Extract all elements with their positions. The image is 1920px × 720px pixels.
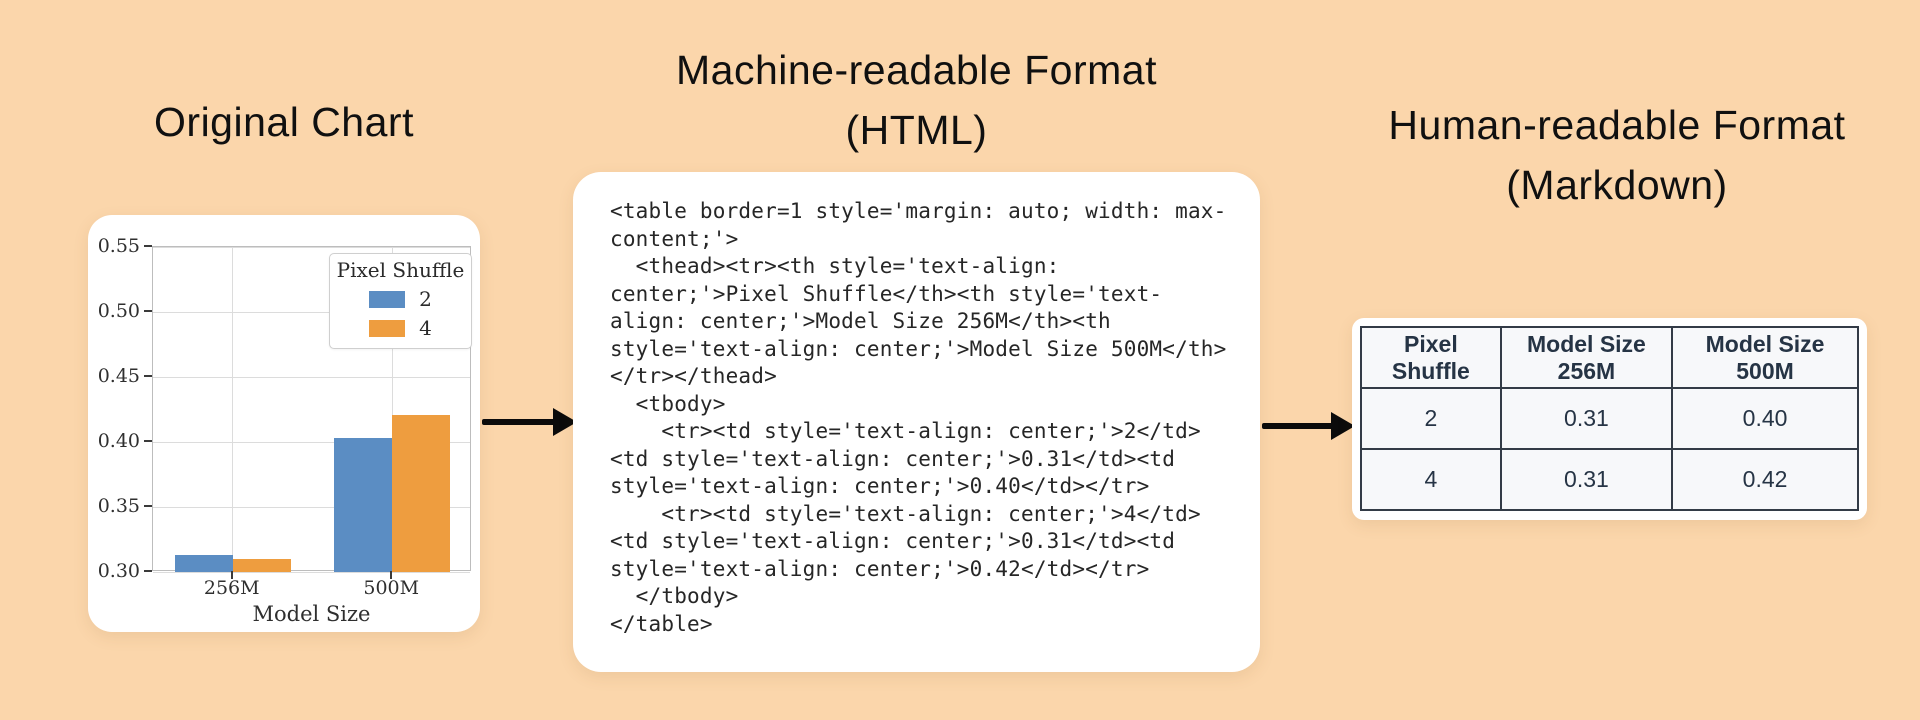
gridline: [153, 311, 470, 313]
y-tick-mark: [144, 570, 152, 572]
gridline: [232, 247, 234, 570]
y-tick-mark: [144, 505, 152, 507]
x-tick-label: 500M: [363, 577, 420, 599]
x-tick-label: 256M: [203, 577, 260, 599]
gridline: [153, 441, 470, 443]
y-tick-mark: [144, 440, 152, 442]
title-human-readable: Human-readable Format (Markdown): [1347, 95, 1887, 215]
title-line: Original Chart: [154, 99, 414, 145]
html-code-panel: <table border=1 style='margin: auto; wid…: [573, 172, 1260, 672]
x-tick-mark: [390, 571, 393, 579]
code-block: <table border=1 style='margin: auto; wid…: [610, 199, 1227, 636]
title-line: (HTML): [845, 107, 988, 153]
legend-title: Pixel Shuffle: [336, 258, 465, 282]
y-tick-mark: [144, 245, 152, 247]
gridline: [153, 506, 470, 508]
table-cell: 0.42: [1671, 448, 1859, 511]
table-cell: 4: [1360, 448, 1502, 511]
legend-entry: 2: [330, 287, 471, 311]
y-tick-mark: [144, 310, 152, 312]
gridline: [153, 246, 470, 248]
y-tick-label: 0.30: [97, 560, 140, 582]
table-cell: 0.40: [1671, 387, 1859, 450]
table-header-cell: Model Size 500M: [1671, 326, 1859, 389]
y-tick-label: 0.40: [97, 430, 140, 452]
y-tick-mark: [144, 375, 152, 377]
title-original-chart: Original Chart: [88, 92, 480, 152]
legend-label: 4: [419, 316, 432, 340]
table-cell: 0.31: [1499, 448, 1674, 511]
title-line: (Markdown): [1506, 162, 1728, 208]
gridline: [391, 247, 393, 570]
gridline: [153, 376, 470, 378]
x-axis-label: Model Size: [252, 602, 371, 626]
table-header-cell: Pixel Shuffle: [1360, 326, 1502, 389]
legend-swatch: [368, 290, 405, 308]
y-tick-label: 0.55: [97, 235, 140, 257]
title-line: Machine-readable Format: [676, 47, 1157, 93]
legend-label: 2: [419, 287, 432, 311]
table-cell: 0.31: [1499, 387, 1674, 450]
title-line: Human-readable Format: [1388, 102, 1846, 148]
bar-256M-2: [174, 555, 233, 572]
gridline: [153, 571, 470, 573]
x-tick-mark: [230, 571, 233, 579]
y-tick-label: 0.35: [97, 495, 140, 517]
legend-entry: 4: [330, 316, 471, 340]
legend-swatch: [368, 319, 405, 337]
bar-500M-4: [392, 414, 451, 572]
y-tick-label: 0.50: [97, 300, 140, 322]
y-tick-label: 0.45: [97, 365, 140, 387]
table-cell: 2: [1360, 387, 1502, 450]
bar-500M-2: [334, 438, 393, 572]
bar-256M-4: [232, 559, 291, 572]
title-machine-readable: Machine-readable Format (HTML): [563, 40, 1270, 160]
table-header-cell: Model Size 256M: [1499, 326, 1674, 389]
